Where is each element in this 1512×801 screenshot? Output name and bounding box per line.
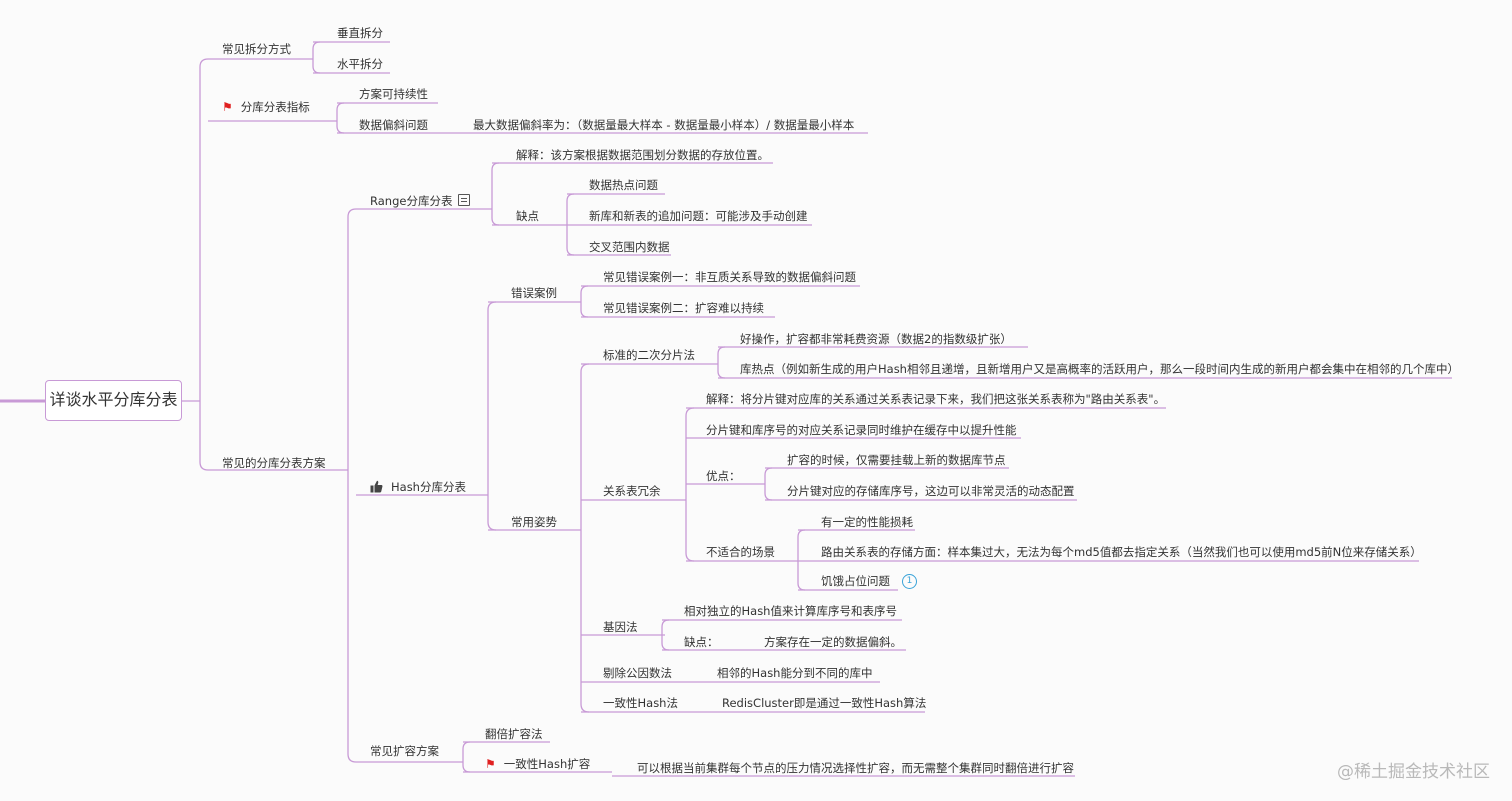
topic-relation-pro-2[interactable]: 分片键对应的存储库序号，这边可以非常灵活的动态配置 (787, 484, 1075, 498)
topic-relation-explain[interactable]: 解释：将分片键对应库的关系通过关系表记录下来，我们把这张关系表称为"路由关系表"… (706, 392, 1166, 406)
topic-gene-item[interactable]: 相对独立的Hash值来计算库序号和表序号 (684, 604, 897, 618)
topic-binary-item-1[interactable]: 好操作，扩容都非常耗费资源（数据2的指数级扩张） (740, 332, 1012, 346)
topic-range-explain[interactable]: 解释：该方案根据数据范围划分数据的存放位置。 (516, 148, 769, 162)
topic-unsuitable-3[interactable]: 饥饿占位问题 (821, 574, 890, 588)
topic-scaling[interactable]: 常见扩容方案 (370, 744, 439, 758)
topic-errors[interactable]: 错误案例 (511, 286, 557, 300)
topic-skew[interactable]: 数据偏斜问题 (359, 118, 428, 132)
topic-gcd-item[interactable]: 相邻的Hash能分到不同的库中 (717, 666, 873, 680)
topic-gcd[interactable]: 剔除公因数法 (603, 666, 672, 680)
topic-hash[interactable]: Hash分库分表 (370, 479, 466, 495)
root-topic[interactable]: 详谈水平分库分表 (45, 380, 182, 421)
note-icon[interactable] (458, 194, 471, 206)
connector-line (462, 741, 471, 773)
topic-unsuitable[interactable]: 不适合的场景 (706, 545, 775, 559)
topic-skew-formula[interactable]: 最大数据偏斜率为：（数据量最大样本 - 数据量最小样本）/ 数据量最小样本 (473, 118, 855, 132)
connector-line (312, 41, 321, 74)
watermark: @稀土掘金技术社区 (1337, 762, 1490, 782)
connector-line (199, 58, 209, 471)
topic-error-2[interactable]: 常见错误案例二：扩容难以持续 (603, 301, 764, 315)
topic-consistent-scaling[interactable]: ⚑ 一致性Hash扩容 (485, 756, 590, 772)
red-flag-icon: ⚑ (485, 757, 496, 771)
topic-range-con-2[interactable]: 新库和新表的追加问题：可能涉及手动创建 (589, 209, 808, 223)
connector-line (487, 301, 497, 531)
topic-range[interactable]: Range分库分表 (370, 193, 471, 209)
topic-sustainable[interactable]: 方案可持续性 (359, 87, 428, 101)
topic-metrics[interactable]: ⚑ 分库分表指标 (222, 99, 310, 115)
topic-gene-cons-detail[interactable]: 方案存在一定的数据偏斜。 (764, 635, 902, 649)
topic-horizontal-split[interactable]: 水平拆分 (337, 57, 383, 71)
thumbs-up-icon (370, 480, 383, 493)
topic-unsuitable-2[interactable]: 路由关系表的存储方面：样本集过大，无法为每个md5值都去指定关系（当然我们也可以… (821, 545, 1422, 559)
connector-line (491, 162, 500, 226)
topic-consistent-hash-item[interactable]: RedisCluster即是通过一致性Hash算法 (722, 696, 927, 710)
topic-gene[interactable]: 基因法 (603, 620, 638, 634)
topic-double-scaling[interactable]: 翻倍扩容法 (485, 727, 543, 741)
topic-consistent-hash[interactable]: 一致性Hash法 (603, 696, 678, 710)
topic-relation-pro-1[interactable]: 扩容的时候，仅需要挂载上新的数据库节点 (787, 453, 1006, 467)
topic-usage[interactable]: 常用姿势 (511, 515, 557, 529)
connector-line (797, 529, 806, 591)
connector-line (764, 467, 773, 501)
topic-binary-split[interactable]: 标准的二次分片法 (603, 348, 695, 362)
connector-line (661, 619, 670, 651)
topic-split-methods[interactable]: 常见拆分方式 (222, 42, 291, 56)
topic-consistent-scaling-desc[interactable]: 可以根据当前集群每个节点的压力情况选择性扩容，而无需整个集群同时翻倍进行扩容 (637, 761, 1074, 775)
topic-hash-label: Hash分库分表 (391, 480, 466, 494)
topic-range-cons[interactable]: 缺点 (516, 209, 539, 223)
topic-binary-item-2[interactable]: 库热点（例如新生成的用户Hash相邻且递增，且新增用户又是高概率的活跃用户，那么… (740, 362, 1459, 376)
topic-consistent-scaling-label: 一致性Hash扩容 (503, 757, 591, 771)
topic-range-label: Range分库分表 (370, 194, 453, 208)
red-flag-icon: ⚑ (222, 100, 233, 114)
topic-metrics-label: 分库分表指标 (240, 100, 310, 114)
topic-gene-cons[interactable]: 缺点： (684, 635, 719, 649)
topic-range-con-1[interactable]: 数据热点问题 (589, 178, 658, 192)
topic-schemes[interactable]: 常见的分库分表方案 (222, 456, 326, 470)
topic-relation-pros[interactable]: 优点： (706, 469, 741, 483)
topic-vertical-split[interactable]: 垂直拆分 (337, 26, 383, 40)
connector-line (580, 285, 589, 318)
topic-error-1[interactable]: 常见错误案例一：非互质关系导致的数据偏斜问题 (603, 270, 856, 284)
topic-range-con-3[interactable]: 交叉范围内数据 (589, 240, 670, 254)
connector-line (347, 208, 357, 763)
topic-unsuitable-1[interactable]: 有一定的性能损耗 (821, 515, 913, 529)
topic-relation[interactable]: 关系表冗余 (603, 484, 661, 498)
comment-count-badge[interactable]: 1 (902, 574, 917, 589)
connector-line (580, 363, 590, 713)
connector-line (336, 102, 345, 134)
connector-line (717, 346, 726, 379)
topic-relation-cache[interactable]: 分片键和库序号的对应关系记录同时维护在缓存中以提升性能 (706, 423, 1017, 437)
